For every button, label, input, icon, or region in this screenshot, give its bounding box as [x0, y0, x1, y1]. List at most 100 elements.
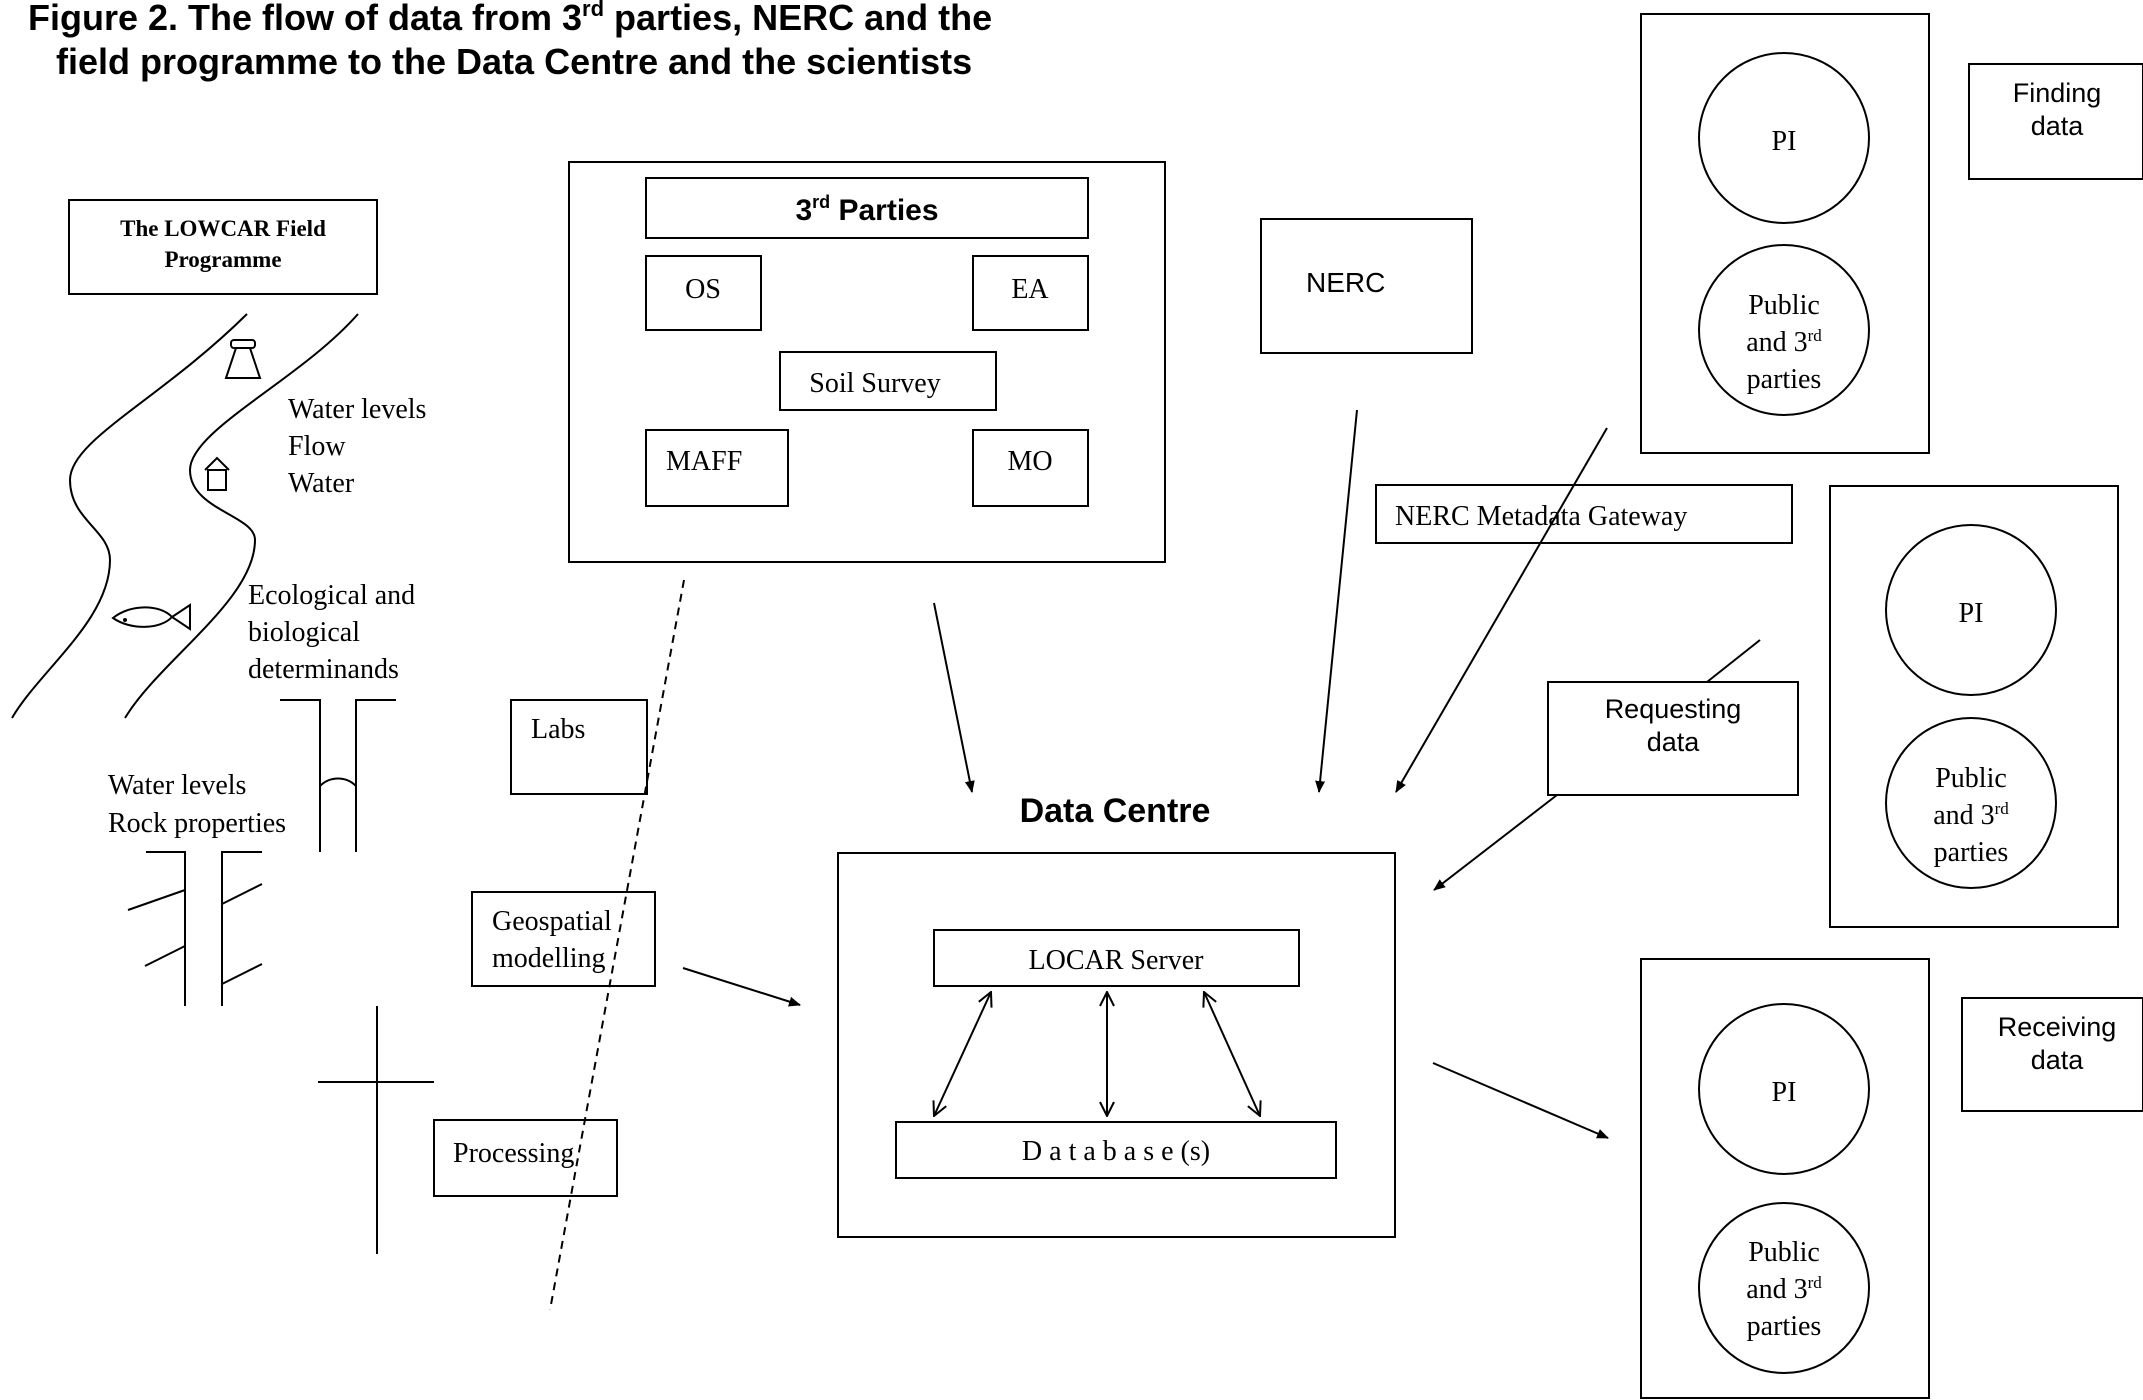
public-circle — [1698, 1202, 1870, 1374]
mo-label: MO — [1007, 446, 1052, 477]
os-box — [645, 255, 762, 331]
public-label-line2: and 3rd — [1746, 326, 1822, 358]
arrow-nerc-to-data-centre — [1315, 409, 1358, 793]
borehole-label-rock-properties: Rock properties — [108, 808, 286, 839]
public-label-line2: and 3rd — [1746, 1273, 1822, 1305]
nerc-label: NERC — [1306, 267, 1385, 298]
nerc-metadata-gateway-box — [1375, 484, 1793, 544]
finding-data-box — [1968, 63, 2143, 180]
soil-survey-label: Soil Survey — [809, 368, 940, 399]
finding-data-label-line2: data — [2031, 111, 2085, 141]
pi-label: PI — [1772, 1077, 1797, 1108]
scientist-group-receiving-box — [1640, 958, 1930, 1399]
pi-circle — [1885, 524, 2057, 696]
third-parties-title-box — [645, 177, 1089, 239]
field-programme-label-line2: Programme — [164, 247, 281, 272]
maff-label: MAFF — [666, 446, 742, 477]
soil-survey-box — [779, 351, 997, 411]
pi-circle — [1698, 52, 1870, 224]
pi-label: PI — [1959, 598, 1984, 629]
ecology-label-line1: Ecological and — [248, 580, 415, 611]
dashed-divider-line — [549, 579, 685, 1311]
scientist-group-requesting: PI Public and 3rd parties Requesting dat… — [1547, 485, 2119, 928]
locar-server-box — [933, 929, 1300, 987]
public-label-line2: and 3rd — [1933, 799, 2009, 831]
nerc-metadata-gateway-label: NERC Metadata Gateway — [1395, 501, 1687, 532]
ecology-label-line3: determinands — [248, 654, 399, 685]
receiving-data-box — [1961, 997, 2143, 1112]
flow-arrows — [682, 409, 1761, 1139]
third-parties-section: 3rd Parties OS EA Soil Survey MAFF MO — [568, 161, 1166, 563]
public-label-line1: Public — [1935, 763, 2007, 794]
borehole-label-water-levels: Water levels — [108, 770, 246, 801]
river-label-water: Water — [288, 468, 355, 499]
processing-label: Processing — [453, 1138, 574, 1169]
processing-box — [433, 1119, 618, 1197]
field-programme-box — [68, 199, 378, 295]
receiving-data-label-line2: data — [2031, 1045, 2085, 1075]
figure-title-line2: field programme to the Data Centre and t… — [56, 41, 972, 82]
monitoring-hut-icon — [204, 456, 230, 491]
borehole-icon — [127, 851, 263, 1006]
ea-box — [972, 255, 1089, 331]
data-centre-title: Data Centre — [1020, 792, 1211, 830]
finding-data-label-line1: Finding — [2013, 78, 2102, 108]
public-label-line3: parties — [1747, 364, 1822, 395]
public-label-line3: parties — [1934, 837, 2009, 868]
third-parties-title: 3rd Parties — [795, 192, 938, 227]
pi-circle — [1698, 1003, 1870, 1175]
mo-box — [972, 429, 1089, 507]
well-icon — [280, 699, 396, 852]
public-label-line1: Public — [1748, 290, 1820, 321]
data-centre-box — [837, 852, 1396, 1238]
ea-label: EA — [1011, 274, 1049, 305]
nerc-box — [1260, 218, 1473, 354]
database-box — [895, 1121, 1337, 1179]
line-pi-to-requesting-data — [1706, 639, 1761, 683]
labs-box — [510, 699, 648, 795]
public-circle — [1698, 244, 1870, 416]
ecology-label-line2: biological — [248, 617, 360, 648]
scientist-group-finding-box — [1640, 13, 1930, 454]
arrow-data-centre-to-receivers — [1432, 1062, 1609, 1139]
receiving-data-label-line1: Receiving — [1998, 1012, 2117, 1042]
arrow-geospatial-to-data-centre — [682, 967, 801, 1007]
geospatial-label-line1: Geospatial — [492, 906, 612, 937]
server-db-link-right — [1204, 992, 1260, 1116]
public-circle — [1885, 717, 2057, 889]
database-label: D a t a b a s e (s) — [1022, 1136, 1210, 1167]
server-db-link-left — [934, 992, 991, 1116]
field-programme-label-line1: The LOWCAR Field — [120, 216, 326, 241]
scientist-group-finding: PI Public and 3rd parties Finding data — [1640, 13, 2143, 454]
requesting-data-label-line2: data — [1647, 727, 1701, 757]
arrow-third-parties-to-data-centre — [933, 602, 975, 793]
public-label-line3: parties — [1747, 1311, 1822, 1342]
arrow-finding-data-to-data-centre — [1395, 427, 1608, 793]
figure-title-line1: Figure 2. The flow of data from 3rd part… — [28, 0, 992, 38]
field-programme-section: The LOWCAR Field Programme Water levels … — [11, 199, 434, 1254]
arrow-requesting-data-to-data-centre — [1433, 794, 1558, 891]
geospatial-modelling-box — [471, 891, 656, 987]
maff-box — [645, 429, 789, 507]
requesting-data-label-line1: Requesting — [1605, 694, 1742, 724]
river-label-water-levels: Water levels — [288, 394, 426, 425]
scientist-group-requesting-box — [1829, 485, 2119, 928]
gauge-icon — [224, 339, 262, 379]
requesting-data-box — [1547, 681, 1799, 796]
river-left-bank — [11, 313, 248, 719]
river-label-flow: Flow — [288, 431, 346, 462]
fish-icon — [111, 603, 191, 631]
data-centre-section: Data Centre LOCAR Server D a t a b a s e… — [837, 792, 1396, 1238]
river-right-bank — [124, 313, 359, 719]
nerc-section: NERC NERC Metadata Gateway — [1260, 218, 1793, 544]
public-label-line1: Public — [1748, 1237, 1820, 1268]
os-label: OS — [685, 274, 721, 305]
processing-section: Labs Geospatial modelling Processing — [433, 579, 685, 1311]
labs-label: Labs — [531, 714, 585, 745]
locar-server-label: LOCAR Server — [1029, 945, 1205, 976]
pi-label: PI — [1772, 126, 1797, 157]
geospatial-label-line2: modelling — [492, 943, 606, 974]
survey-marker-icon — [318, 1006, 434, 1254]
scientist-group-receiving: PI Public and 3rd parties Receiving data — [1640, 958, 2143, 1399]
